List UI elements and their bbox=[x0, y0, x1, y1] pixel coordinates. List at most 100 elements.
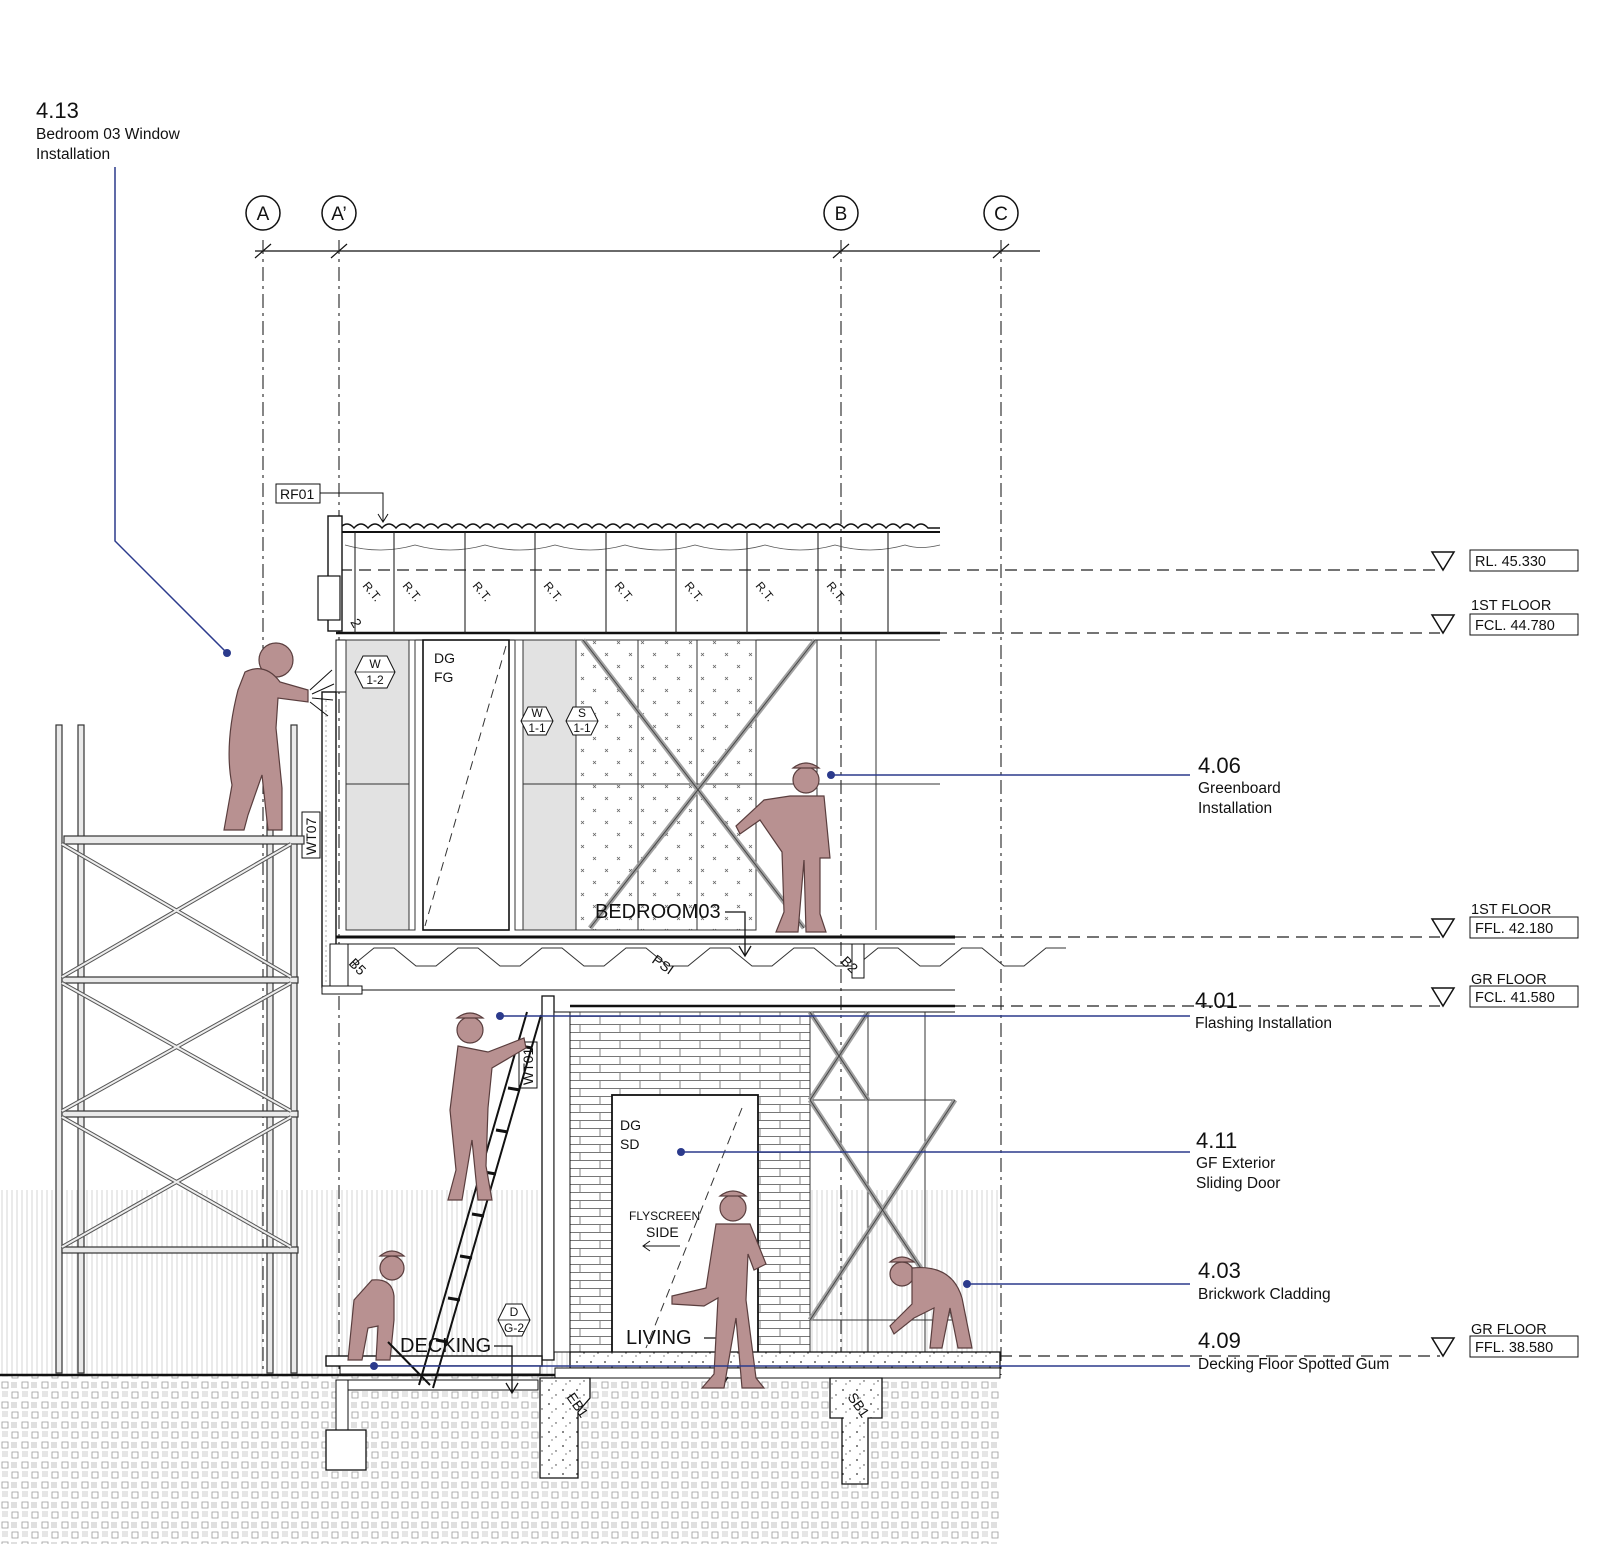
callout-4-09: 4.09 Decking Floor Spotted Gum bbox=[1198, 1328, 1389, 1373]
svg-text:Greenboard: Greenboard bbox=[1198, 780, 1281, 797]
window-tag-s11: S 1-1 bbox=[565, 706, 599, 736]
level-marker-gr-fcl: GR FLOOR FCL. 41.580 bbox=[1430, 972, 1579, 1008]
svg-text:W: W bbox=[369, 657, 381, 671]
grid-bubble-a: A bbox=[245, 195, 281, 231]
svg-text:A’: A’ bbox=[331, 204, 346, 225]
svg-text:R.T.: R.T. bbox=[612, 579, 636, 604]
svg-text:C: C bbox=[994, 204, 1008, 225]
svg-text:4.13: 4.13 bbox=[36, 98, 79, 123]
svg-text:R.T.: R.T. bbox=[400, 579, 424, 604]
tag-wt07: WT07 bbox=[301, 811, 321, 859]
svg-text:DG: DG bbox=[620, 1117, 641, 1133]
svg-text:WT07: WT07 bbox=[303, 817, 319, 855]
ground-floor-wall bbox=[541, 995, 958, 1361]
svg-text:PSI: PSI bbox=[649, 951, 677, 977]
svg-text:4.06: 4.06 bbox=[1198, 753, 1241, 778]
svg-text:Brickwork Cladding: Brickwork Cladding bbox=[1198, 1286, 1331, 1303]
callout-4-03: 4.03 Brickwork Cladding bbox=[1198, 1258, 1331, 1303]
flyscreen-note: FLYSCREEN SIDE bbox=[629, 1209, 700, 1252]
svg-text:1-1: 1-1 bbox=[573, 721, 591, 735]
level-marker-gr-ffl: GR FLOOR FFL. 38.580 bbox=[1430, 1322, 1579, 1358]
level-marker-rl: RL. 45.330 bbox=[1430, 549, 1579, 572]
roof-truss-tags: R.T. R.T. R.T. R.T. R.T. R.T. R.T. R.T. bbox=[360, 579, 848, 604]
svg-text:1ST FLOOR: 1ST FLOOR bbox=[1471, 902, 1551, 918]
first-floor-slab bbox=[321, 935, 1066, 995]
room-label-bedroom03: BEDROOM03 bbox=[595, 901, 752, 958]
svg-text:S: S bbox=[578, 706, 586, 720]
worker-decking bbox=[347, 1250, 431, 1386]
svg-text:RF01: RF01 bbox=[280, 486, 314, 502]
window-tag-w12: W 1-2 bbox=[354, 655, 396, 689]
callout-4-01: 4.01 Flashing Installation bbox=[1195, 988, 1332, 1032]
svg-text:Sliding Door: Sliding Door bbox=[1196, 1175, 1280, 1192]
svg-text:A: A bbox=[257, 204, 270, 225]
worker-greenboard bbox=[735, 762, 831, 933]
level-lines bbox=[340, 569, 1440, 1357]
grid-bubble-b: B bbox=[823, 195, 859, 231]
worker-flashing bbox=[447, 1012, 527, 1201]
worker-window-installer bbox=[223, 642, 335, 831]
svg-text:RL. 45.330: RL. 45.330 bbox=[1475, 554, 1546, 570]
svg-text:D: D bbox=[510, 1305, 519, 1319]
grid-bubble-a-prime: A’ bbox=[321, 195, 357, 231]
worker-bricklayer bbox=[888, 1256, 973, 1349]
svg-text:R.T.: R.T. bbox=[824, 579, 848, 604]
background-fence bbox=[0, 1190, 1000, 1375]
svg-text:B: B bbox=[835, 204, 848, 225]
door-tag-dg2: D G-2 bbox=[497, 1303, 531, 1337]
svg-text:FFL. 38.580: FFL. 38.580 bbox=[1475, 1340, 1553, 1356]
level-marker-1st-ffl: 1ST FLOOR FFL. 42.180 bbox=[1430, 902, 1579, 939]
svg-text:R.T.: R.T. bbox=[360, 579, 384, 604]
svg-text:BEDROOM03: BEDROOM03 bbox=[595, 901, 721, 923]
svg-text:4.11: 4.11 bbox=[1196, 1128, 1237, 1153]
grid-dimension-line bbox=[254, 243, 1040, 259]
grid-bubble-c: C bbox=[983, 195, 1019, 231]
door-tag-dgsd: DG SD bbox=[620, 1117, 641, 1152]
svg-text:FFL. 42.180: FFL. 42.180 bbox=[1475, 921, 1553, 937]
slab-tags: B5 PSI B2 bbox=[346, 951, 862, 978]
decking-platform bbox=[325, 1355, 543, 1471]
floor-marker: 2 bbox=[347, 616, 365, 631]
svg-text:R.T.: R.T. bbox=[753, 579, 777, 604]
callout-4-11: 4.11 GF Exterior Sliding Door bbox=[1196, 1128, 1280, 1192]
svg-text:4.03: 4.03 bbox=[1198, 1258, 1241, 1283]
svg-text:SIDE: SIDE bbox=[646, 1224, 679, 1240]
svg-text:1-2: 1-2 bbox=[366, 673, 384, 687]
tag-rf01: RF01 bbox=[275, 483, 389, 523]
svg-text:Flashing Installation: Flashing Installation bbox=[1195, 1015, 1332, 1032]
ladder bbox=[418, 1011, 542, 1389]
svg-text:1-1: 1-1 bbox=[528, 721, 546, 735]
svg-text:Installation: Installation bbox=[36, 146, 110, 163]
svg-text:B5: B5 bbox=[346, 955, 370, 979]
svg-text:Bedroom 03 Window: Bedroom 03 Window bbox=[36, 126, 181, 143]
svg-text:Decking Floor Spotted Gum: Decking Floor Spotted Gum bbox=[1198, 1356, 1389, 1373]
gridlines bbox=[262, 240, 1002, 1375]
leader-lines bbox=[114, 167, 1190, 1367]
door-tag-dgfg: DG FG bbox=[434, 650, 455, 685]
ground-slab bbox=[539, 1351, 1001, 1485]
svg-text:GR FLOOR: GR FLOOR bbox=[1471, 1322, 1547, 1338]
svg-text:GF Exterior: GF Exterior bbox=[1196, 1155, 1275, 1172]
first-floor-wall bbox=[317, 515, 940, 988]
svg-text:FG: FG bbox=[434, 669, 453, 685]
svg-text:SD: SD bbox=[620, 1136, 639, 1152]
roof-structure bbox=[336, 523, 941, 641]
svg-text:R.T.: R.T. bbox=[470, 579, 494, 604]
svg-text:4.09: 4.09 bbox=[1198, 1328, 1241, 1353]
leader-dots bbox=[223, 649, 971, 1370]
svg-text:1ST FLOOR: 1ST FLOOR bbox=[1471, 598, 1551, 614]
svg-text:LIVING: LIVING bbox=[626, 1327, 692, 1349]
svg-text:G-2: G-2 bbox=[504, 1321, 524, 1335]
svg-text:Installation: Installation bbox=[1198, 800, 1272, 817]
svg-text:4.01: 4.01 bbox=[1195, 988, 1238, 1013]
svg-text:R.T.: R.T. bbox=[682, 579, 706, 604]
svg-text:GR FLOOR: GR FLOOR bbox=[1471, 972, 1547, 988]
worker-sliding-door bbox=[671, 1190, 767, 1389]
svg-text:FLYSCREEN: FLYSCREEN bbox=[629, 1209, 700, 1223]
svg-text:FCL. 41.580: FCL. 41.580 bbox=[1475, 990, 1555, 1006]
svg-text:R.T.: R.T. bbox=[541, 579, 565, 604]
svg-text:DG: DG bbox=[434, 650, 455, 666]
level-marker-1st-fcl: 1ST FLOOR FCL. 44.780 bbox=[1430, 598, 1579, 636]
callout-4-13: 4.13 Bedroom 03 Window Installation bbox=[36, 98, 181, 163]
